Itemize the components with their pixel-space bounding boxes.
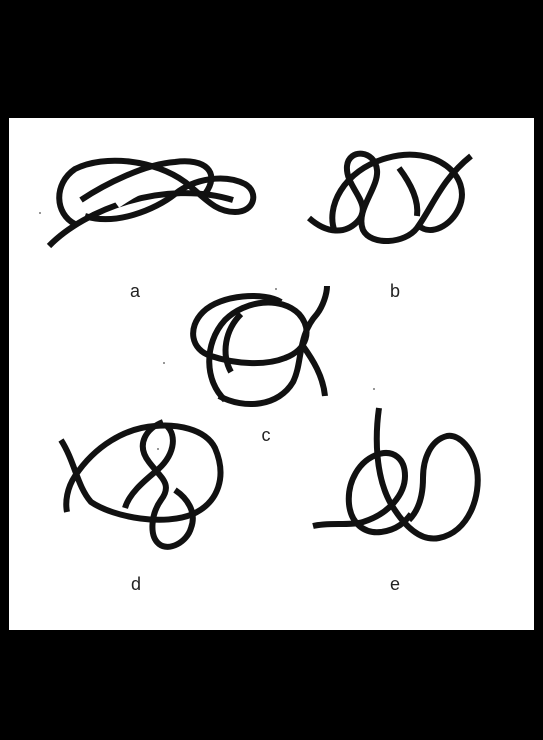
- knot-d-strand: [140, 419, 196, 550]
- knot-c-strand: [300, 344, 328, 397]
- knot-d-strand: [58, 422, 224, 523]
- knot-b-strand: [329, 151, 465, 234]
- scan-speck: [157, 448, 159, 450]
- knot-c-strand: [190, 293, 310, 403]
- knot-d-strand: [122, 423, 176, 510]
- knot-e-strand: [373, 407, 481, 542]
- knot-b-strand: [396, 166, 421, 217]
- knot-d-label: d: [130, 574, 141, 594]
- knot-a-drawing: [46, 157, 257, 249]
- knot-e-label: e: [389, 574, 400, 594]
- scan-speck: [275, 288, 277, 290]
- scan-speck: [373, 388, 375, 390]
- knot-c-label: c: [261, 425, 271, 445]
- figure-panel: a b c d e: [9, 118, 534, 630]
- knot-a-label: a: [129, 281, 140, 301]
- knot-e-drawing: [312, 407, 481, 542]
- knot-a-strand: [56, 157, 257, 227]
- knot-c-strand: [217, 285, 330, 408]
- knot-b-strand: [307, 150, 473, 245]
- scan-speck: [39, 212, 41, 214]
- knot-c-drawing: [190, 285, 330, 408]
- knot-b-drawing: [307, 150, 473, 245]
- knot-b-label: b: [389, 281, 400, 301]
- scan-speck: [163, 362, 165, 364]
- knot-e-strand: [312, 450, 414, 536]
- knot-c-strand: [222, 311, 244, 374]
- knot-d-drawing: [58, 419, 224, 550]
- knot-a-strand: [79, 158, 215, 203]
